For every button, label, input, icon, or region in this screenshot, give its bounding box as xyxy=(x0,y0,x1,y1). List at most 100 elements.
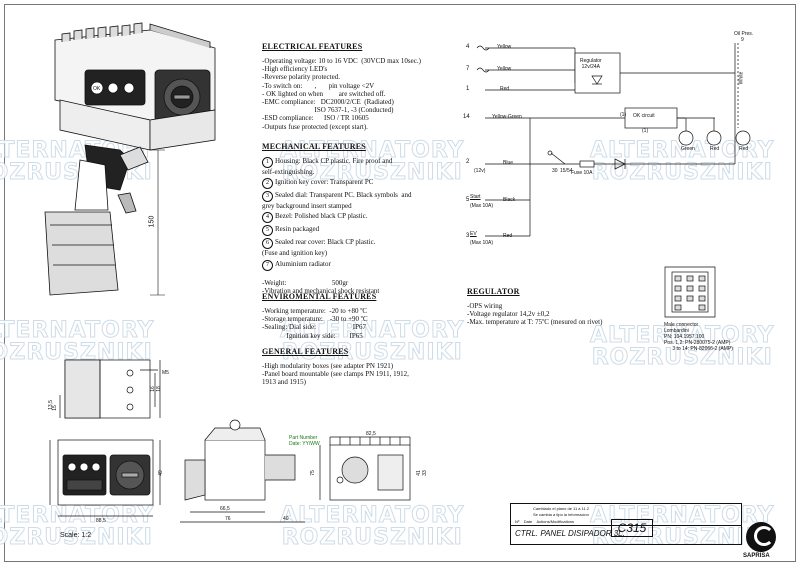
dim-66-5: 66,5 xyxy=(220,506,230,512)
environmental-title: ENVIROMENTAL FEATURES xyxy=(262,292,377,301)
start-label: Start xyxy=(470,194,481,200)
node-label: (1) xyxy=(642,128,649,134)
side-view-2 xyxy=(180,419,305,523)
scale-label: Scale: 1:2 xyxy=(60,532,92,539)
electrical-line: -High efficiency LED's xyxy=(262,65,328,74)
brand-name: SAPRISA xyxy=(743,553,770,559)
title-block: Cambiado el plano de 11 a 11.2 Se cambia… xyxy=(510,503,742,545)
regulator-section: REGULATOR -OPS wiring -Voltage regulator… xyxy=(467,287,602,327)
electrical-line: -To switch on: , pin voltage <2V xyxy=(262,81,375,90)
ev-max-label: (Max 10A) xyxy=(470,240,494,246)
item-number: 6 xyxy=(262,238,273,250)
panel-3d-view: OK xyxy=(44,22,216,296)
pin-4-label: Yellow xyxy=(497,44,512,50)
general-features: GENERAL FEATURES -High modularity boxes … xyxy=(262,347,409,387)
electrical-line: -Operating voltage: 10 to 16 VDC (30VCD … xyxy=(262,57,421,65)
saprisa-logo xyxy=(746,522,776,552)
date-label: Date: YY/WW xyxy=(289,441,320,447)
batt-label: (12v) xyxy=(474,168,486,174)
ev-label: EV xyxy=(470,231,477,237)
pin-1-label: Red xyxy=(500,86,510,92)
item-number: 7 xyxy=(262,259,273,271)
vibration-line: -Vibration and mechanical shock resistan… xyxy=(262,286,380,295)
environmental-line: -Sealing: Dial side: IP67 xyxy=(262,323,367,332)
part-number-label: Part Number xyxy=(289,435,318,441)
weight-line: -Weight: 500gr xyxy=(262,278,349,287)
front-view xyxy=(49,439,161,517)
pin-14: 14 xyxy=(463,114,470,120)
pin-5: 5 xyxy=(466,197,470,203)
dim-88-5: 88,5 xyxy=(96,518,106,524)
electrical-line: ISO 7637-1, -3 (Conducted) xyxy=(262,106,394,115)
switch-15-label: 15/54 xyxy=(560,168,573,174)
general-title: GENERAL FEATURES xyxy=(262,347,349,356)
oil-pres-label: Oil Pres. xyxy=(734,31,754,37)
electrical-line: -Reverse polarity protected. xyxy=(262,73,340,82)
dim-40: 40 xyxy=(283,516,289,522)
red-label: Red xyxy=(710,146,720,152)
dim-75: 75 xyxy=(309,470,316,476)
oil-pin-label: 9 xyxy=(741,37,744,43)
electrical-line: -ESD compliance: ISO / TR 10605 xyxy=(262,114,369,123)
drawing-sheet xyxy=(4,4,796,562)
svg-text:OK: OK xyxy=(93,86,101,92)
node-label: (1) xyxy=(620,112,627,118)
switch-30-label: 30 xyxy=(552,168,558,174)
pin-14-label: Yellow-Green xyxy=(492,114,522,120)
item-number: 4 xyxy=(262,212,273,224)
general-line: 1913 and 1915) xyxy=(262,378,306,387)
dim-33: 33 xyxy=(421,470,428,476)
drawing-title: CTRL. PANEL DISIPADOR 3L. xyxy=(515,529,625,538)
connector-info: Male connector Lombardini PN: 104.1957.1… xyxy=(664,322,733,352)
dim-15: 15 xyxy=(51,405,58,411)
environmental-features: ENVIROMENTAL FEATURES -Working temperatu… xyxy=(262,292,376,340)
item-number: 5 xyxy=(262,225,273,237)
rear-view xyxy=(319,436,411,501)
mechanical-title: MECHANICAL FEATURES xyxy=(262,142,366,151)
environmental-line: Ignition key side: IP65 xyxy=(262,331,363,340)
item-number: 2 xyxy=(262,178,273,190)
fuse-label: Fuse 10A xyxy=(571,170,593,176)
general-line: -High modularity boxes (see adapter PN 1… xyxy=(262,362,394,370)
electrical-line: -EMC compliance: DC2000/2/CE (Radiated) xyxy=(262,98,394,107)
revision-2: Se cambia a tipo la informacion xyxy=(533,512,589,517)
connector-drawing xyxy=(664,266,716,318)
item-number: 1 xyxy=(262,157,273,168)
ok-circuit-label: OK circuit xyxy=(633,113,655,119)
electrical-line: -Outputs fuse protected (except start). xyxy=(262,122,368,131)
pin-2-label: Blue xyxy=(503,160,514,166)
item-number: 3 xyxy=(262,191,273,203)
revision-header: Nº Date Actions/Modifications xyxy=(515,519,575,524)
environmental-line: -Storage temperature: -30 to +90 ºC xyxy=(262,315,368,324)
dim-82-5: 82,5 xyxy=(366,431,376,437)
start-max-label: (Max 10A) xyxy=(470,203,494,209)
regulator-line: -Max. temperature at T: 75ºC (mesured on… xyxy=(467,318,603,327)
white-label: White xyxy=(738,71,745,85)
pin-3: 3 xyxy=(466,233,470,239)
pin-2: 2 xyxy=(466,159,470,165)
regulator-line: -OPS wiring xyxy=(467,302,503,310)
pin-3-label: Red xyxy=(503,233,513,239)
general-line: -Panel board mountable (see clamps PN 19… xyxy=(262,370,409,379)
green-label: Green xyxy=(681,146,695,152)
pin-1: 1 xyxy=(466,86,470,92)
regulator-line: -Voltage regulator 14,2v ±0,2 xyxy=(467,310,550,319)
dim-150: 150 xyxy=(148,215,156,228)
dim-m5: M5 xyxy=(162,370,169,376)
wiring-schematic xyxy=(476,43,751,237)
